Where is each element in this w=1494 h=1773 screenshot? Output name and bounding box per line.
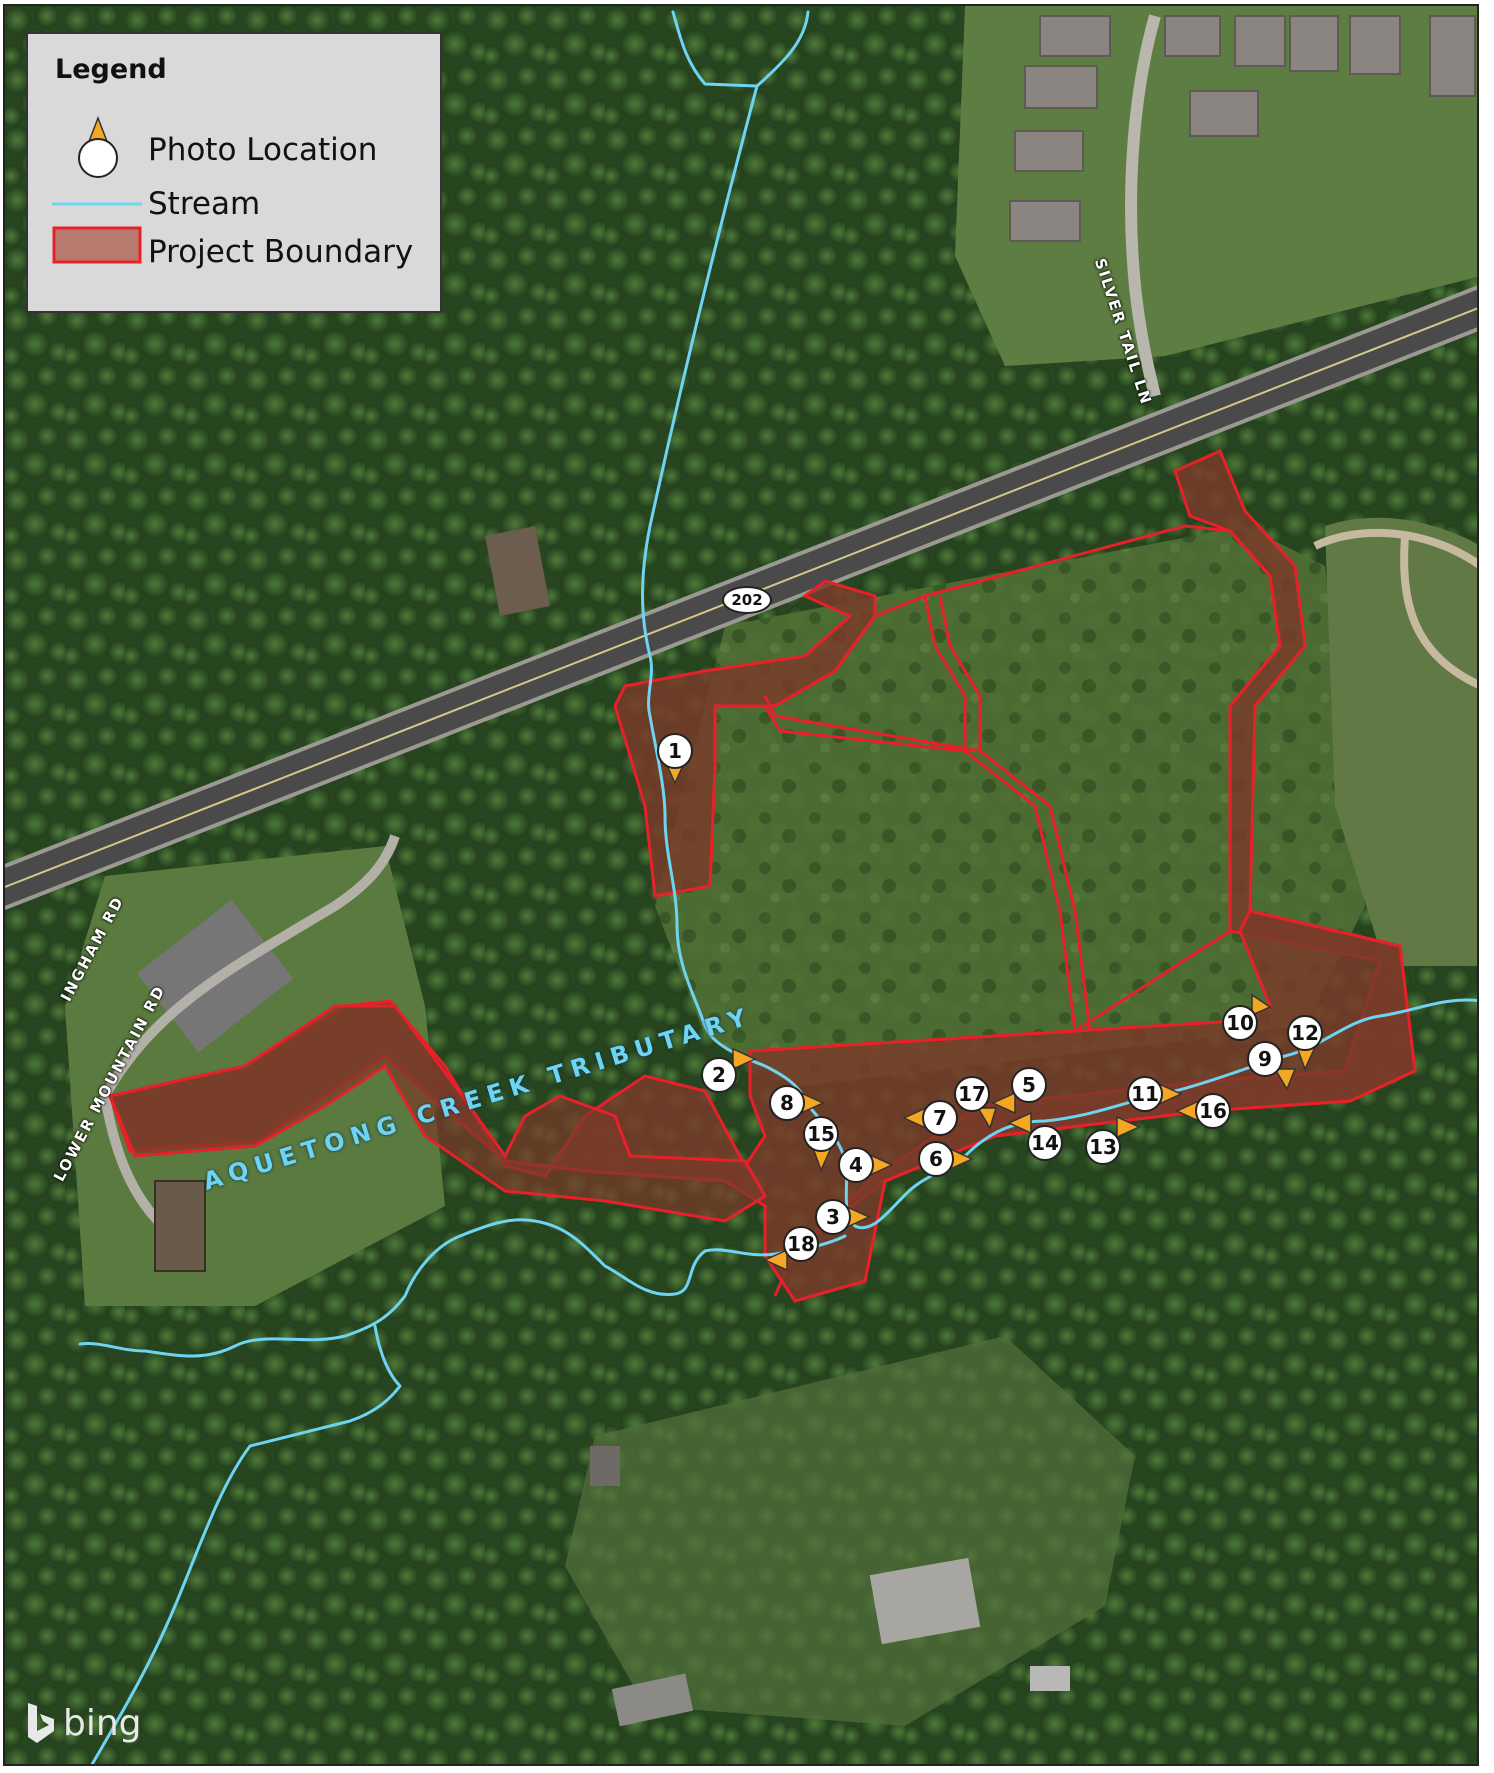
trail-east xyxy=(1313,528,1477,689)
photo-marker-label: 13 xyxy=(1089,1135,1117,1159)
photo-marker-label: 18 xyxy=(787,1232,815,1256)
photo-marker-label: 7 xyxy=(933,1106,947,1130)
boundary-trail-outlines xyxy=(715,524,1282,1053)
photo-marker-7[interactable]: 7 xyxy=(902,1100,958,1136)
photo-marker-label: 8 xyxy=(780,1091,794,1115)
photo-marker-label: 15 xyxy=(807,1122,835,1146)
stream-north-branch-west xyxy=(671,10,759,88)
photo-marker-12[interactable]: 12 xyxy=(1287,1015,1323,1071)
photo-marker-label: 12 xyxy=(1291,1021,1319,1045)
ingham-rd-road xyxy=(100,834,400,1099)
photo-marker-11[interactable]: 11 xyxy=(1127,1076,1183,1112)
bing-wordmark: bing xyxy=(63,1702,142,1744)
legend-stream-label: Stream xyxy=(148,186,261,222)
route-202-shoulder-south xyxy=(5,327,1477,910)
photo-marker-label: 1 xyxy=(668,739,682,763)
project-boundary-icon xyxy=(52,226,142,264)
stream-line-icon xyxy=(52,202,142,206)
photo-marker-18[interactable]: 18 xyxy=(763,1226,819,1272)
photo-marker-label: 17 xyxy=(958,1082,986,1106)
west-house xyxy=(485,526,550,616)
photo-marker-1[interactable]: 1 xyxy=(657,733,693,785)
photo-marker-2[interactable]: 2 xyxy=(701,1047,757,1093)
photo-marker-10[interactable]: 10 xyxy=(1222,993,1272,1041)
legend-photo-location-label: Photo Location xyxy=(148,132,378,168)
photo-marker-15[interactable]: 15 xyxy=(803,1116,839,1172)
photo-marker-5[interactable]: 5 xyxy=(991,1067,1047,1115)
route-202-shield: 202 xyxy=(722,586,772,614)
photo-marker-label: 9 xyxy=(1258,1047,1272,1071)
houses xyxy=(1009,15,1476,242)
photo-markers[interactable]: 1 2 3 4 5 xyxy=(657,733,1323,1272)
route-202-shoulder-north xyxy=(5,285,1477,868)
map-frame[interactable]: 1 2 3 4 5 xyxy=(3,4,1479,1766)
photo-marker-label: 5 xyxy=(1022,1073,1036,1097)
stream-south-branch xyxy=(90,1324,402,1764)
legend-project-boundary-label: Project Boundary xyxy=(148,234,414,270)
photo-marker-label: 11 xyxy=(1131,1082,1159,1106)
west-building xyxy=(154,1180,206,1272)
photo-marker-3[interactable]: 3 xyxy=(815,1199,871,1235)
photo-marker-label: 4 xyxy=(849,1153,863,1177)
photo-marker-14[interactable]: 14 xyxy=(1007,1111,1063,1161)
boundary-west-wing[interactable] xyxy=(107,1004,768,1223)
photo-marker-6[interactable]: 6 xyxy=(918,1141,974,1177)
clearing-east xyxy=(1325,517,1477,966)
photo-marker-8[interactable]: 8 xyxy=(769,1085,825,1121)
photo-marker-label: 6 xyxy=(929,1147,943,1171)
photo-marker-4[interactable]: 4 xyxy=(838,1147,894,1183)
photo-marker-label: 16 xyxy=(1199,1099,1227,1123)
photo-marker-label: 14 xyxy=(1031,1131,1059,1155)
photo-marker-label: 2 xyxy=(712,1063,726,1087)
project-boundary[interactable] xyxy=(107,449,1417,1303)
bing-b-icon xyxy=(28,1703,54,1743)
photo-marker-9[interactable]: 9 xyxy=(1247,1041,1297,1091)
photo-marker-17[interactable]: 17 xyxy=(954,1076,998,1130)
photo-marker-label: 10 xyxy=(1226,1011,1254,1035)
legend-title: Legend xyxy=(55,54,167,85)
photo-marker-13[interactable]: 13 xyxy=(1085,1115,1141,1165)
stream-tributary xyxy=(78,1218,847,1358)
south-houses xyxy=(565,1336,1135,1727)
map-legend: Legend Photo Location Stream Project Bou… xyxy=(26,32,442,313)
silver-tail-ln-road xyxy=(1125,14,1161,398)
photo-marker-label: 3 xyxy=(826,1205,840,1229)
stream-north-branch-east xyxy=(755,10,810,88)
aerial-map[interactable]: 1 2 3 4 5 xyxy=(5,6,1479,1766)
bing-logo: bing xyxy=(25,1701,142,1745)
photo-location-icon xyxy=(78,115,118,178)
photo-marker-16[interactable]: 16 xyxy=(1175,1093,1231,1129)
